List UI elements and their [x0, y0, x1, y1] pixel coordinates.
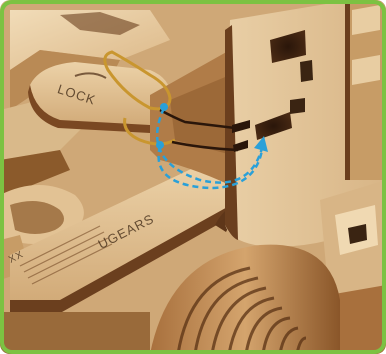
wall-slot-small: [300, 60, 313, 82]
lock-lever-plate: LOCK: [28, 62, 171, 133]
lower-shadow: [0, 312, 150, 354]
